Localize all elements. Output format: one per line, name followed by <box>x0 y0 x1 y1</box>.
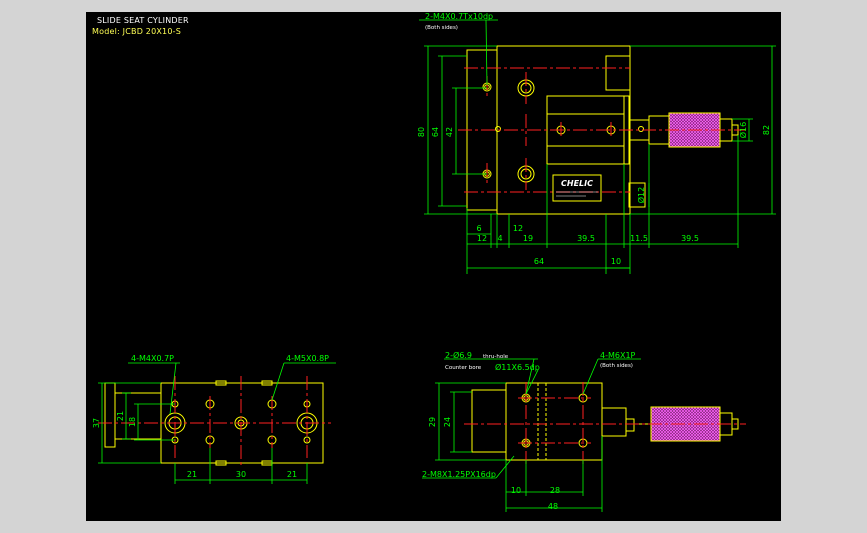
callout-m8: 2-M8X1.25PX16dp <box>422 470 496 479</box>
bottom-left-dim-lines <box>98 362 336 484</box>
callout-counterbore-value: Ø11X6.5dp <box>495 362 540 372</box>
dim-4: 4 <box>497 234 502 243</box>
bottom-left-centerlines <box>98 376 331 468</box>
callout-holes-top: 2-M4X0.7Tx10dp <box>425 12 493 21</box>
callout-m4: 4-M4X0.7P <box>131 354 174 363</box>
callout-thru-hole: 2-Ø6.9 <box>445 350 472 360</box>
drawing-title: SLIDE SEAT CYLINDER <box>97 16 189 25</box>
dim-28: 28 <box>550 486 560 495</box>
dim-12b: 12 <box>513 224 523 233</box>
bottom-right-centerlines <box>464 382 746 464</box>
dim-11-5: 11.5 <box>630 234 648 243</box>
dim-39-5a: 39.5 <box>577 234 595 243</box>
dim-12a: 12 <box>477 234 487 243</box>
callout-m5: 4-M5X0.8P <box>286 354 329 363</box>
callout-both-sides-side: (Both sides) <box>600 363 633 369</box>
model-label: Model: JCBD 20X10-S <box>92 27 181 36</box>
label-plate <box>552 174 602 202</box>
dim-29: 29 <box>428 417 437 427</box>
callout-thru-note: thru-hole <box>483 354 509 360</box>
dim-30: 30 <box>236 470 246 479</box>
callout-m6: 4-M6X1P <box>600 351 636 360</box>
dim-21b: 21 <box>287 470 297 479</box>
bottom-right-view: 29 24 10 28 48 2-Ø6.9 Ø11X6.5dp 4-M6X1P … <box>422 350 746 512</box>
cad-drawing: CHELIC <box>92 12 776 512</box>
dim-18: 18 <box>128 417 137 427</box>
dim-39-5b: 39.5 <box>681 234 699 243</box>
brand-label: CHELIC <box>561 179 593 188</box>
dim-21-vertical: 21 <box>116 411 125 421</box>
dim-19: 19 <box>523 234 533 243</box>
drawing-viewport[interactable]: SLIDE SEAT CYLINDER Model: JCBD 20X10-S <box>86 12 781 521</box>
top-view: CHELIC <box>417 12 776 274</box>
dim-24: 24 <box>443 417 452 427</box>
dim-37: 37 <box>92 418 101 428</box>
bottom-right-dim-lines <box>422 358 641 512</box>
dim-dia16: Ø16 <box>738 122 748 138</box>
bottom-left-view: 37 21 18 21 30 21 4-M4X0.7P 4-M5X0.8P <box>92 354 336 484</box>
callout-both-sides-top: (Both sides) <box>425 25 458 31</box>
dim-10: 10 <box>611 257 621 266</box>
dim-64-horizontal: 64 <box>534 257 544 266</box>
dim-dia12: Ø12 <box>636 187 646 203</box>
knurled-knob-side <box>650 406 721 442</box>
dim-10-bottom: 10 <box>511 486 521 495</box>
dim-82: 82 <box>762 125 771 135</box>
top-view-dim-lines <box>419 19 776 274</box>
dim-80: 80 <box>417 127 426 137</box>
dim-21a: 21 <box>187 470 197 479</box>
dim-48: 48 <box>548 502 558 511</box>
dim-6: 6 <box>476 224 481 233</box>
dim-64-vertical: 64 <box>431 127 440 137</box>
dim-42: 42 <box>445 127 454 137</box>
callout-counterbore-label: Counter bore <box>445 365 482 371</box>
